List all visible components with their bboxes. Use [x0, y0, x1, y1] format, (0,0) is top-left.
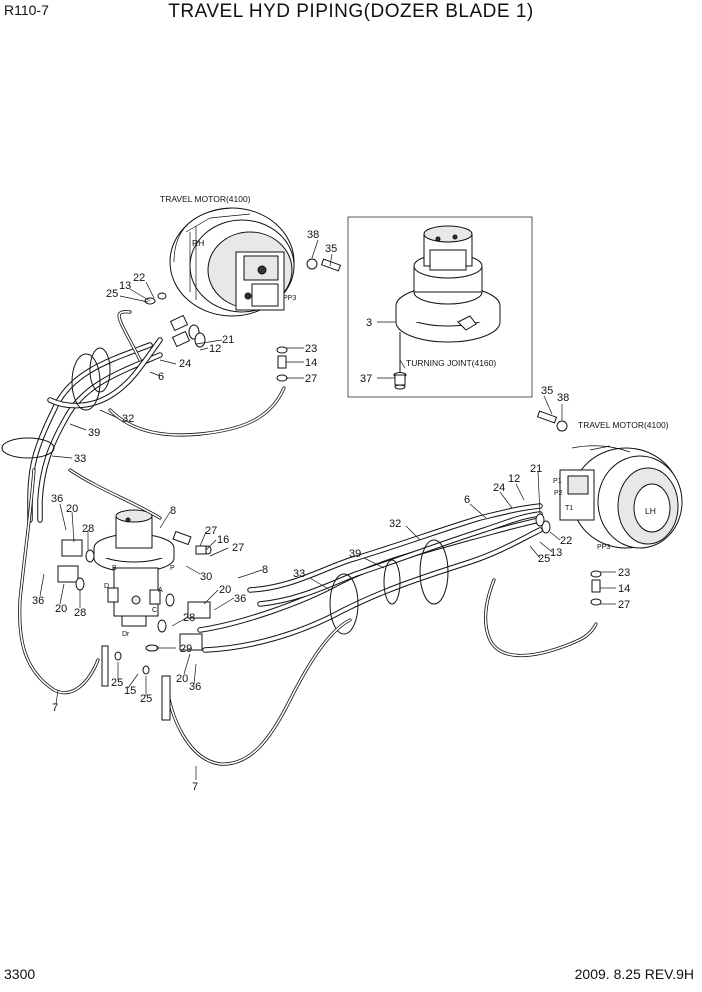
callout-23: 23: [305, 343, 317, 355]
main-hose-bundle: [27, 337, 543, 653]
callout-28: 28: [82, 523, 94, 535]
callout-14: 14: [305, 357, 317, 369]
callout-16: 16: [217, 534, 229, 546]
callout-12r: 12: [508, 473, 520, 485]
center-valve-block: [93, 509, 175, 627]
callout-25c: 25: [140, 693, 152, 705]
callout-30: 30: [200, 571, 212, 583]
label-port-a: A: [158, 587, 163, 594]
callout-39: 39: [88, 427, 100, 439]
label-pp3-top: PP3: [283, 295, 296, 302]
callout-39r: 39: [349, 548, 361, 560]
travel-motor-rh: [169, 207, 295, 317]
callout-7: 7: [52, 702, 58, 714]
turning-joint-inset: [347, 216, 533, 398]
callout-28c: 28: [183, 612, 195, 624]
callout-36b: 36: [32, 595, 44, 607]
callout-12: 12: [209, 343, 221, 355]
callout-20d: 20: [176, 673, 188, 685]
callout-7b: 7: [192, 781, 198, 793]
label-travel-motor-rh: TRAVEL MOTOR(4100): [160, 194, 251, 204]
label-port-p: P: [170, 565, 175, 572]
callout-3: 3: [366, 317, 372, 329]
callout-36: 36: [51, 493, 63, 505]
callout-25: 25: [106, 288, 118, 300]
callout-33r: 33: [293, 568, 305, 580]
callout-8: 8: [170, 505, 176, 517]
label-lh: LH: [645, 506, 656, 516]
label-travel-motor-lh: TRAVEL MOTOR(4100): [578, 420, 669, 430]
callout-21r: 21: [530, 463, 542, 475]
callout-37: 37: [360, 373, 372, 385]
callout-24r: 24: [493, 482, 505, 494]
callout-35: 35: [325, 243, 337, 255]
callout-32r: 32: [389, 518, 401, 530]
label-turning-joint: TURNING JOINT(4160): [406, 358, 496, 368]
callout-35r: 35: [541, 385, 553, 397]
label-port-c: C: [152, 607, 157, 614]
callout-numbers: 38 35 22 13 25 21 12 24 6 23 14 27 3 37 …: [32, 229, 630, 793]
label-t1: T1: [565, 505, 573, 512]
callout-23r: 23: [618, 567, 630, 579]
callout-24: 24: [179, 358, 191, 370]
label-port-dr: Dr: [122, 631, 130, 638]
callout-27m: 27: [205, 525, 217, 537]
drain-hoses: [18, 310, 598, 766]
callout-25b: 25: [111, 677, 123, 689]
callout-20c: 20: [219, 584, 231, 596]
callout-27: 27: [305, 373, 317, 385]
page-title: TRAVEL HYD PIPING(DOZER BLADE 1): [168, 1, 534, 22]
callout-29: 29: [180, 643, 192, 655]
fittings: [57, 258, 602, 721]
callout-28b: 28: [74, 607, 86, 619]
label-p2: P2: [554, 490, 563, 497]
callout-6r: 6: [464, 494, 470, 506]
label-p1: P1: [553, 478, 562, 485]
callout-33: 33: [74, 453, 86, 465]
callout-6: 6: [158, 371, 164, 383]
hose-clamps: [1, 347, 449, 635]
callout-36c: 36: [234, 593, 246, 605]
callout-38r: 38: [557, 392, 569, 404]
diagram-labels: TRAVEL MOTOR(4100) TRAVEL MOTOR(4100) TU…: [104, 194, 669, 638]
callout-8b: 8: [262, 564, 268, 576]
model-code: R110-7: [4, 2, 49, 18]
callout-38: 38: [307, 229, 319, 241]
callout-15: 15: [124, 685, 136, 697]
label-pp3-right: PP3: [597, 544, 610, 551]
callout-32: 32: [122, 413, 134, 425]
leader-lines: [39, 239, 616, 780]
callout-13r: 13: [550, 547, 562, 559]
label-port-b: B: [112, 565, 117, 572]
callout-20: 20: [66, 503, 78, 515]
revision-date: 2009. 8.25 REV.9H: [574, 966, 694, 982]
callout-20b: 20: [55, 603, 67, 615]
callout-27r: 27: [618, 599, 630, 611]
callout-22r: 22: [560, 535, 572, 547]
label-rh: RH: [192, 238, 204, 248]
callout-27m2: 27: [232, 542, 244, 554]
callout-22: 22: [133, 272, 145, 284]
callout-14r: 14: [618, 583, 630, 595]
callout-25r: 25: [538, 553, 550, 565]
page-number: 3300: [4, 966, 36, 982]
callout-21: 21: [222, 334, 234, 346]
label-port-d: D: [104, 583, 109, 590]
callout-36d: 36: [189, 681, 201, 693]
callout-13: 13: [119, 280, 131, 292]
travel-motor-lh: [559, 445, 683, 549]
